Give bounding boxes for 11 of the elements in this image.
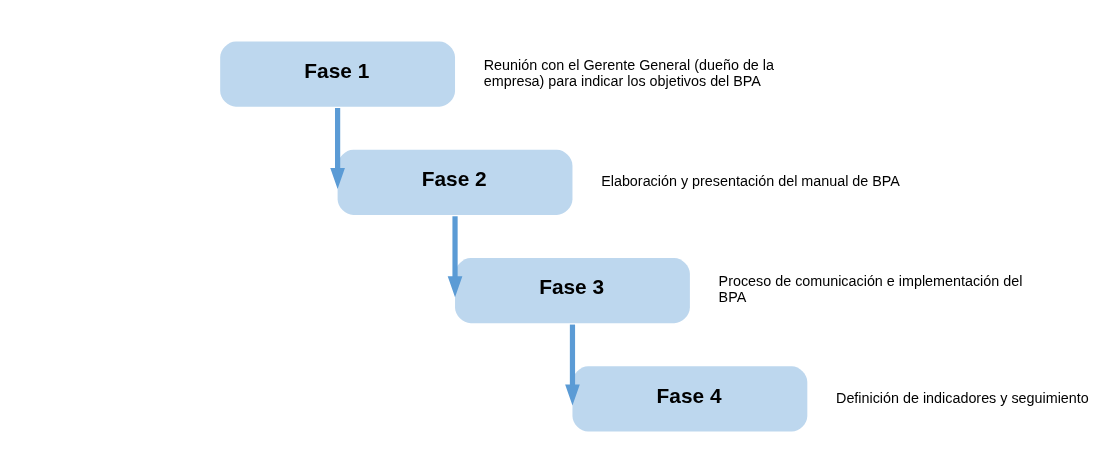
node-box: Fase 4 [572,366,808,432]
arrow [447,216,463,298]
arrow [330,108,345,189]
arrow [565,324,580,406]
node-label: Elaboración y presentación del manual de BPA [601,173,900,190]
node-box: Fase 1 [220,41,456,107]
node-label: Reunión con el Gerente General (dueño de la empresa) para indicar los objetivos del BPA [483,56,774,89]
node-box: Fase 3 [455,258,690,324]
node-label: Definición de indicadores y seguimiento [836,389,1089,406]
node-label: Proceso de comunicación e implementación del BPA [718,273,1023,306]
node-box: Fase 2 [337,149,573,215]
